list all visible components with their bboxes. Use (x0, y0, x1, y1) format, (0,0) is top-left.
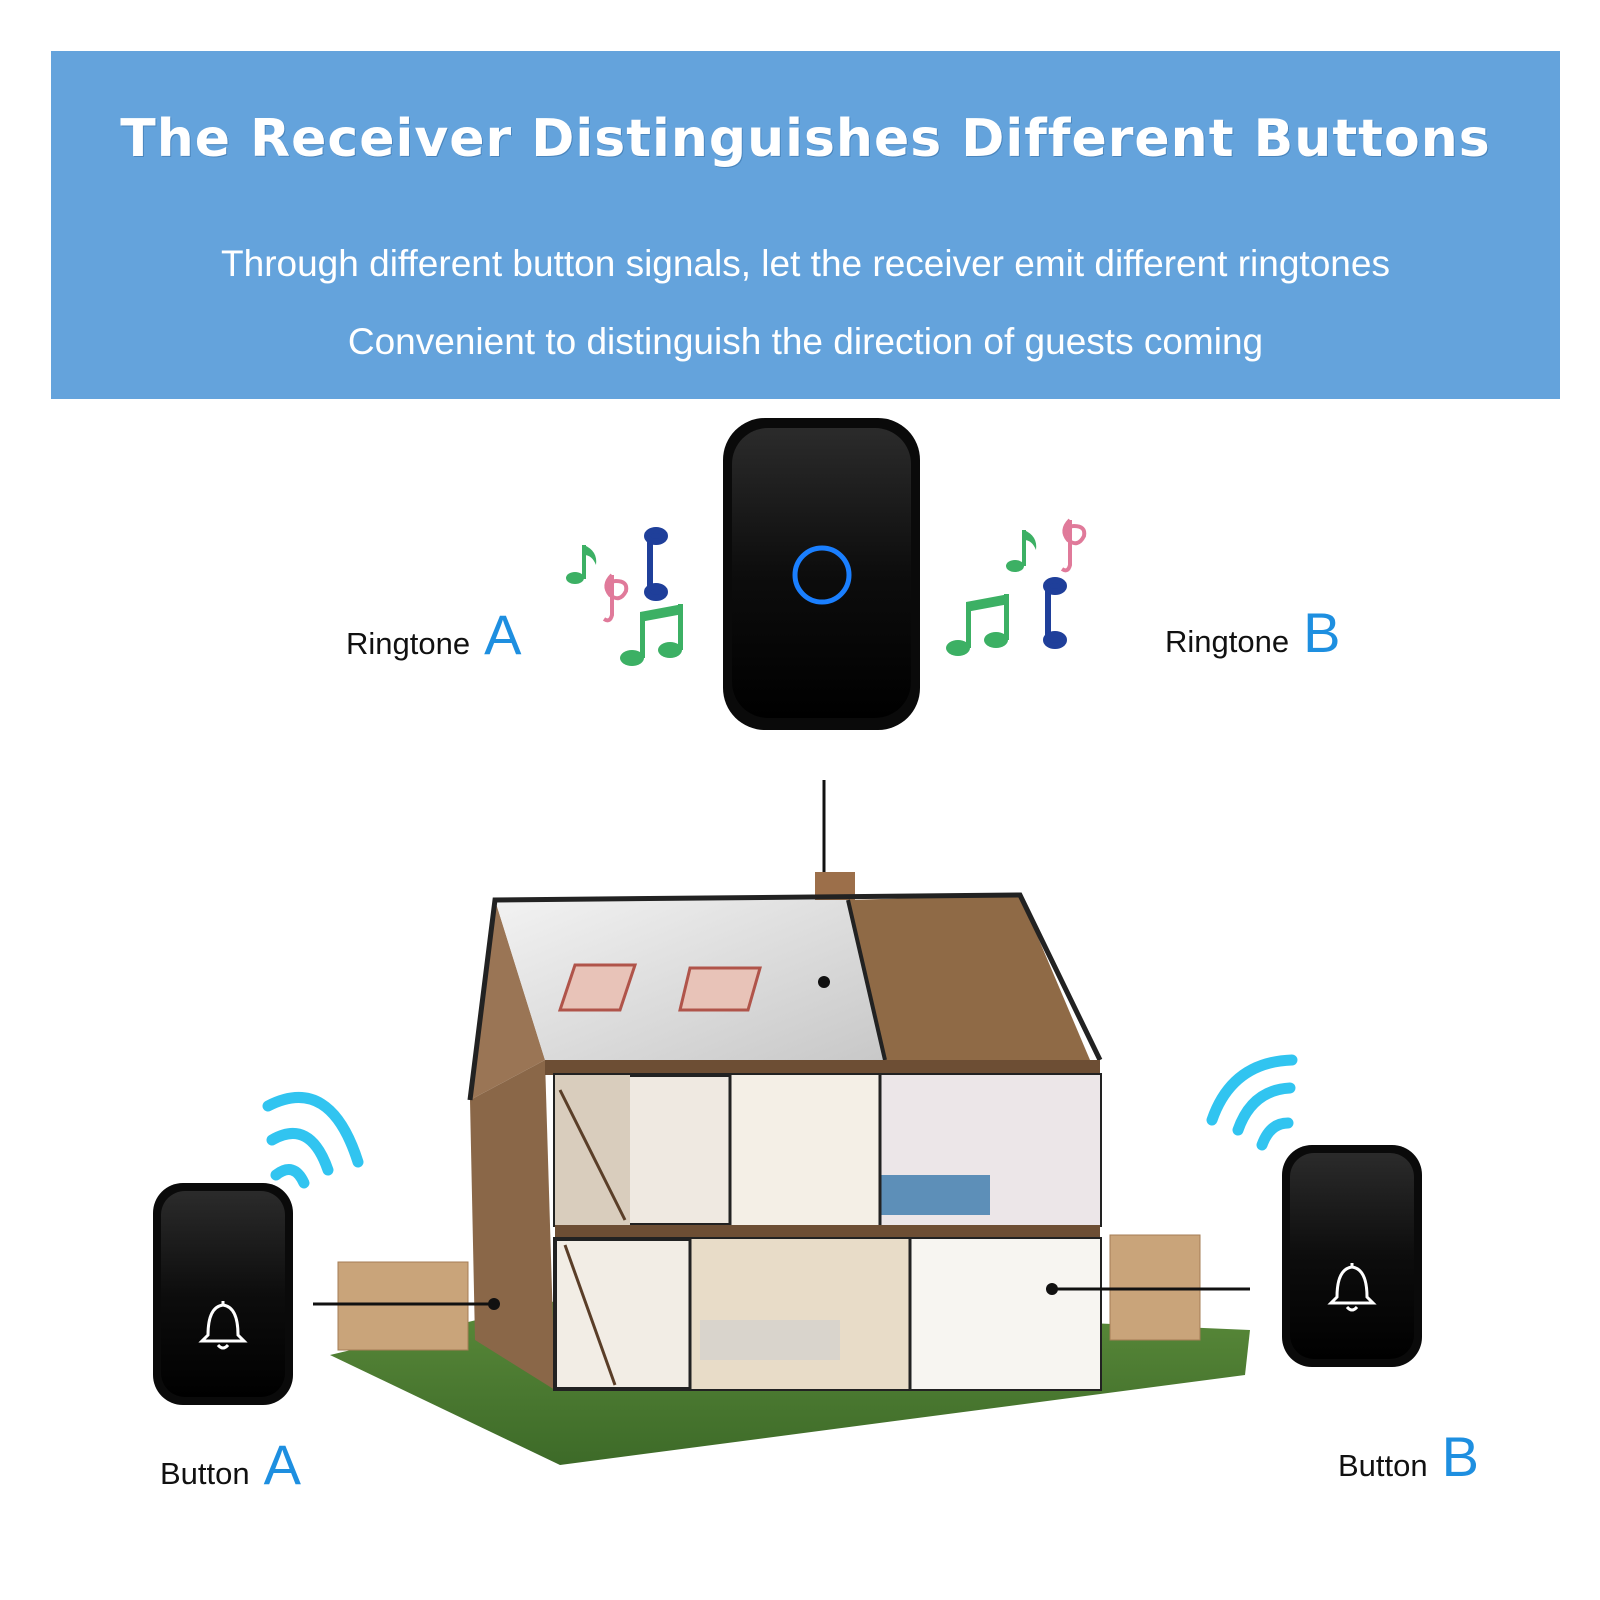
button-a-label: Button A (160, 1432, 301, 1497)
music-notes-left (566, 527, 683, 666)
banner-subtitle-1: Through different button signals, let th… (221, 243, 1390, 284)
receiver-device (723, 418, 920, 730)
power-ring-icon (792, 545, 852, 605)
music-note-icon (566, 545, 597, 584)
house-illustration (330, 872, 1250, 1465)
banner-subtitle-2: Convenient to distinguish the direction … (347, 321, 1264, 362)
music-note-icon (1043, 577, 1067, 649)
button-a-letter: A (263, 1433, 301, 1496)
bell-icon (198, 1301, 248, 1350)
ringtone-a-letter: A (484, 603, 522, 666)
music-notes-right (946, 518, 1087, 656)
button-b-name: Button (1338, 1448, 1428, 1483)
music-note-icon (644, 527, 668, 601)
signal-wave-icon (1206, 1054, 1298, 1151)
button-b-label: Button B (1338, 1424, 1479, 1489)
button-b-letter: B (1441, 1425, 1479, 1488)
ringtone-a-label: Ringtone A (346, 602, 521, 667)
ringtone-b-letter: B (1303, 601, 1341, 664)
signal-wave-icon (262, 1092, 364, 1189)
treble-clef-icon (1060, 518, 1087, 573)
banner-title: The Receiver Distinguishes Different But… (120, 109, 1491, 169)
treble-clef-icon (602, 573, 629, 623)
button-b-device (1282, 1145, 1422, 1367)
button-a-name: Button (160, 1456, 250, 1491)
ringtone-b-name: Ringtone (1165, 624, 1290, 659)
ringtone-a-name: Ringtone (346, 626, 471, 661)
music-note-icon (1006, 530, 1037, 572)
music-note-icon (946, 594, 1009, 656)
bell-icon (1327, 1263, 1377, 1312)
header-banner: The Receiver Distinguishes Different But… (51, 51, 1560, 399)
button-a-device (153, 1183, 293, 1405)
music-note-icon (620, 604, 683, 666)
ringtone-b-label: Ringtone B (1165, 600, 1340, 665)
